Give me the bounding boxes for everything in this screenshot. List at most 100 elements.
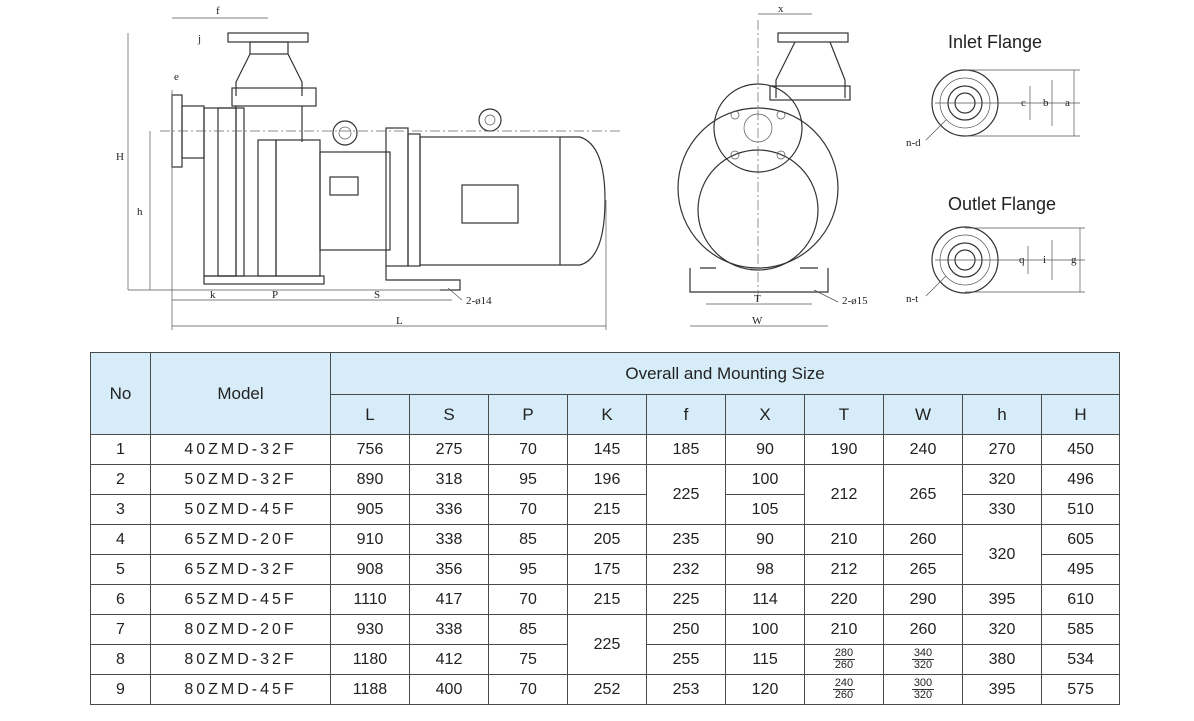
cell-T: 210 bbox=[804, 524, 884, 555]
pump-dimension-drawing: f j e H h k P S L 2-ø14 x T W 2-ø15 Inl bbox=[116, 3, 1085, 330]
cell-T: 210 bbox=[804, 614, 884, 645]
cell-no: 7 bbox=[90, 614, 151, 645]
column-header: X bbox=[725, 394, 805, 435]
cell-X: 115 bbox=[725, 644, 805, 675]
inlet-flange-drawing: Inlet Flange c b a n-d bbox=[906, 32, 1080, 149]
cell-P: 85 bbox=[488, 614, 568, 645]
cell-T: 212 bbox=[804, 464, 884, 525]
dim-H-label: H bbox=[116, 151, 124, 163]
cell-model: 80ZMD-32F bbox=[150, 644, 331, 675]
fraction-bottom: 320 bbox=[913, 689, 933, 701]
cell-K: 252 bbox=[567, 674, 647, 705]
cell-model: 65ZMD-32F bbox=[150, 554, 331, 585]
cell-model: 65ZMD-45F bbox=[150, 584, 331, 615]
cell-H: 496 bbox=[1040, 464, 1121, 495]
dim-P-label: P bbox=[272, 289, 278, 301]
cell-W: 265 bbox=[883, 464, 963, 525]
cell-L: 930 bbox=[330, 614, 410, 645]
cell-W: 260 bbox=[883, 524, 963, 555]
cell-f: 225 bbox=[646, 464, 726, 525]
dim-f-label: f bbox=[216, 5, 220, 17]
cell-X: 120 bbox=[725, 674, 805, 705]
cell-h: 320 bbox=[962, 464, 1042, 495]
cell-L: 910 bbox=[330, 524, 410, 555]
cell-f: 185 bbox=[646, 434, 726, 465]
cell-L: 756 bbox=[330, 434, 410, 465]
cell-S: 412 bbox=[409, 644, 489, 675]
cell-X: 98 bbox=[725, 554, 805, 585]
cell-X: 90 bbox=[725, 524, 805, 555]
cell-K: 215 bbox=[567, 584, 647, 615]
outlet-flange-drawing: Outlet Flange q i g n-t bbox=[906, 194, 1085, 305]
cell-X: 114 bbox=[725, 584, 805, 615]
cell-X: 90 bbox=[725, 434, 805, 465]
table-row: 4 65ZMD-20F 910 338 85 205 235 90 210 26… bbox=[90, 524, 1121, 585]
side-view-drawing: f j e H h k P S L 2-ø14 bbox=[116, 5, 620, 330]
table-row: 6 65ZMD-45F 1110 417 70 215 225 114 220 … bbox=[90, 584, 1121, 615]
cell-K: 175 bbox=[567, 554, 647, 585]
dim-S-label: S bbox=[374, 289, 380, 301]
cell-no: 9 bbox=[90, 674, 151, 705]
dim-L-label: L bbox=[396, 315, 403, 327]
table-row: 3 50ZMD-45F 905 336 70 215 105 330 510 bbox=[90, 494, 1121, 525]
cell-h: 330 bbox=[962, 494, 1042, 525]
cell-W: 265 bbox=[883, 554, 963, 585]
table-row: 1 40ZMD-32F 756 275 70 145 185 90 190 24… bbox=[90, 434, 1121, 465]
cell-L: 905 bbox=[330, 494, 410, 525]
column-header: f bbox=[646, 394, 726, 435]
cell-S: 318 bbox=[409, 464, 489, 495]
cell-f: 235 bbox=[646, 524, 726, 555]
cell-W: 240 bbox=[883, 434, 963, 465]
cell-P: 70 bbox=[488, 434, 568, 465]
dim-T-label: T bbox=[754, 293, 761, 305]
header-no: No bbox=[90, 352, 151, 435]
cell-L: 908 bbox=[330, 554, 410, 585]
inlet-flange-title: Inlet Flange bbox=[948, 32, 1042, 52]
fraction-bottom: 260 bbox=[834, 659, 854, 671]
cell-T: 190 bbox=[804, 434, 884, 465]
cell-no: 1 bbox=[90, 434, 151, 465]
cell-S: 275 bbox=[409, 434, 489, 465]
dim-W-label: W bbox=[752, 315, 763, 327]
cell-model: 50ZMD-32F bbox=[150, 464, 331, 495]
cell-S: 417 bbox=[409, 584, 489, 615]
cell-no: 3 bbox=[90, 494, 151, 525]
outlet-dim-g: g bbox=[1071, 254, 1077, 266]
table-row: 5 65ZMD-32F 908 356 95 175 232 98 212 26… bbox=[90, 554, 1121, 585]
cell-model: 65ZMD-20F bbox=[150, 524, 331, 555]
cell-X: 100 bbox=[725, 464, 805, 495]
inlet-dim-a: a bbox=[1065, 97, 1070, 109]
cell-h: 320 bbox=[962, 614, 1042, 645]
cell-S: 336 bbox=[409, 494, 489, 525]
cell-S: 338 bbox=[409, 614, 489, 645]
cell-T: 212 bbox=[804, 554, 884, 585]
cell-H: 534 bbox=[1040, 644, 1121, 675]
dim-e-label: e bbox=[174, 71, 179, 83]
cell-h: 320 bbox=[962, 524, 1042, 585]
table-row: 2 50ZMD-32F 890 318 95 196 225 100 212 2… bbox=[90, 464, 1121, 525]
cell-f: 253 bbox=[646, 674, 726, 705]
cell-P: 85 bbox=[488, 524, 568, 555]
outlet-dim-nt: n-t bbox=[906, 293, 918, 305]
cell-W: 260 bbox=[883, 614, 963, 645]
cell-H: 610 bbox=[1040, 584, 1121, 615]
cell-K: 205 bbox=[567, 524, 647, 555]
cell-h: 395 bbox=[962, 674, 1042, 705]
front-holes-label: 2-ø15 bbox=[842, 295, 868, 307]
cell-no: 5 bbox=[90, 554, 151, 585]
cell-f: 232 bbox=[646, 554, 726, 585]
fraction-bottom: 260 bbox=[834, 689, 854, 701]
cell-L: 1188 bbox=[330, 674, 410, 705]
cell-K: 215 bbox=[567, 494, 647, 525]
column-header: H bbox=[1040, 394, 1121, 435]
cell-H: 585 bbox=[1040, 614, 1121, 645]
cell-T: 220 bbox=[804, 584, 884, 615]
cell-model: 80ZMD-45F bbox=[150, 674, 331, 705]
cell-f: 250 bbox=[646, 614, 726, 645]
